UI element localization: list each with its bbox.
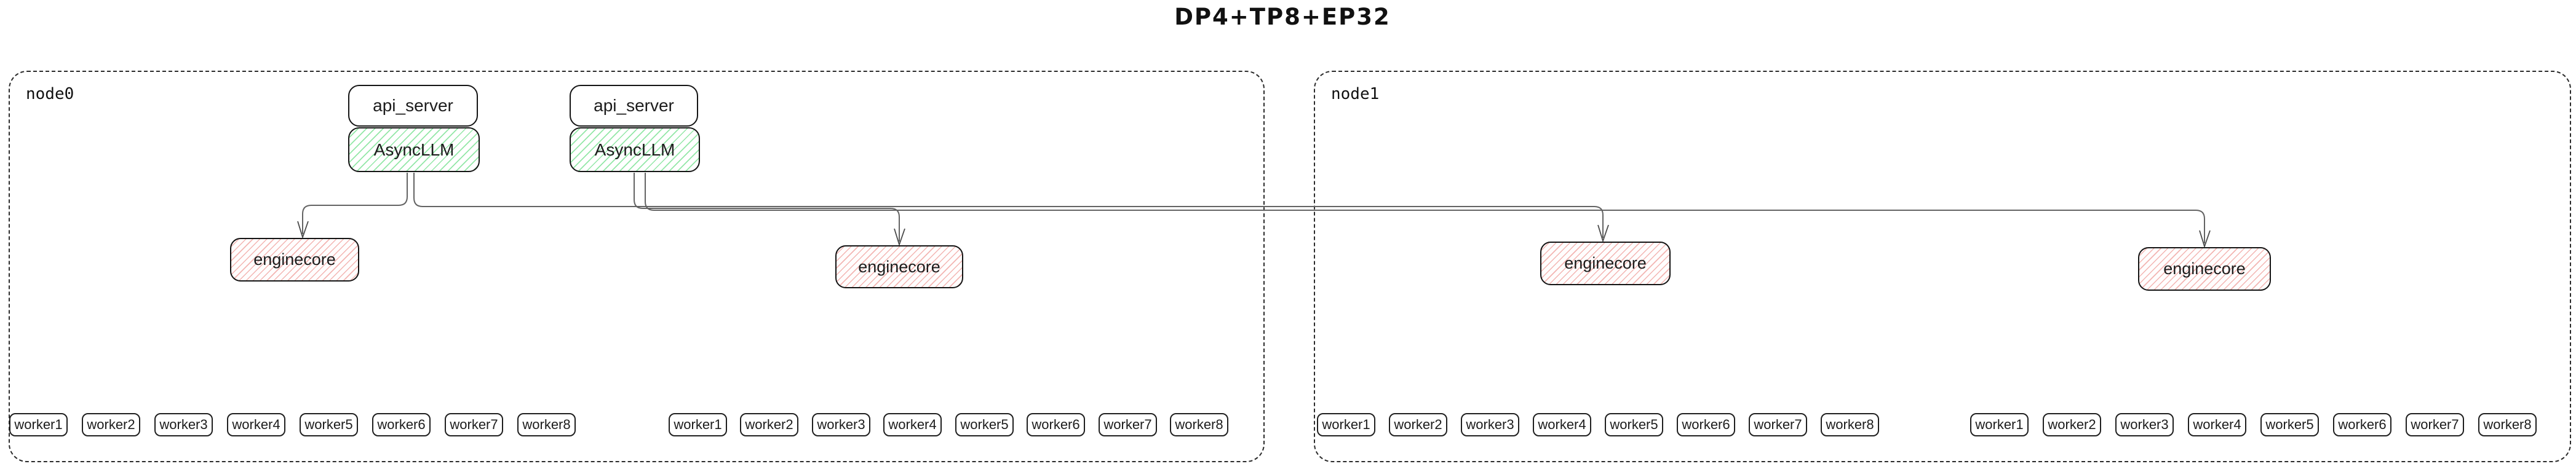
worker-box: worker4 [883, 413, 942, 436]
api-server-1-box: api_server [348, 85, 478, 127]
enginecore-1-box: enginecore [230, 238, 359, 282]
node0-label: node0 [26, 85, 74, 103]
worker-box: worker6 [2333, 413, 2391, 436]
worker-box: worker2 [740, 413, 798, 436]
worker-box: worker3 [812, 413, 870, 436]
asyncllm-2-box: AsyncLLM [570, 127, 700, 172]
worker-box: worker4 [227, 413, 285, 436]
worker-box: worker7 [2406, 413, 2464, 436]
worker-box: worker8 [1821, 413, 1879, 436]
worker-box: worker2 [1389, 413, 1447, 436]
worker-box: worker1 [9, 413, 68, 436]
worker-box: worker5 [1605, 413, 1663, 436]
enginecore-2-box: enginecore [835, 245, 963, 288]
api-server-2-box: api_server [570, 85, 698, 127]
worker-box: worker6 [1027, 413, 1085, 436]
diagram-title: DP4+TP8+EP32 [1174, 4, 1391, 30]
worker-box: worker5 [300, 413, 358, 436]
enginecore-3-box: enginecore [1540, 242, 1671, 285]
worker-box: worker5 [2260, 413, 2319, 436]
node1-container [1314, 71, 2571, 462]
worker-box: worker4 [2188, 413, 2246, 436]
worker-box: worker7 [1099, 413, 1157, 436]
worker-box: worker7 [1749, 413, 1807, 436]
worker-box: worker3 [2115, 413, 2174, 436]
worker-box: worker4 [1533, 413, 1591, 436]
node1-label: node1 [1331, 85, 1380, 103]
node0-container [9, 71, 1265, 462]
worker-box: worker5 [955, 413, 1014, 436]
worker-box: worker6 [1677, 413, 1735, 436]
worker-box: worker8 [2478, 413, 2537, 436]
worker-box: worker2 [82, 413, 140, 436]
worker-box: worker7 [445, 413, 503, 436]
worker-box: worker8 [1170, 413, 1228, 436]
worker-box: worker3 [154, 413, 213, 436]
worker-box: worker8 [517, 413, 576, 436]
worker-box: worker1 [1970, 413, 2029, 436]
worker-box: worker3 [1461, 413, 1519, 436]
worker-box: worker6 [372, 413, 431, 436]
worker-box: worker1 [1317, 413, 1375, 436]
asyncllm-1-box: AsyncLLM [348, 127, 480, 172]
worker-box: worker1 [669, 413, 727, 436]
enginecore-4-box: enginecore [2138, 247, 2271, 291]
worker-box: worker2 [2043, 413, 2101, 436]
